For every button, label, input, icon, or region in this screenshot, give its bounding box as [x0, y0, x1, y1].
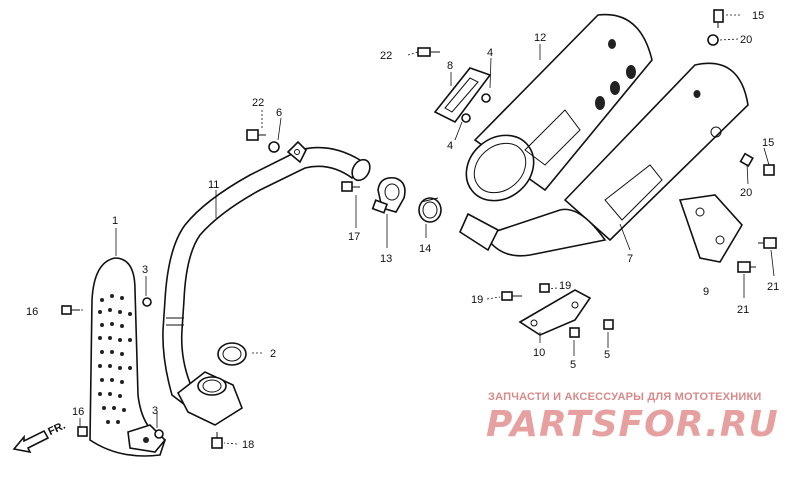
part-2-gasket — [217, 342, 247, 366]
callout-11: 11 — [208, 179, 219, 191]
watermark-tagline: ЗАПЧАСТИ И АКСЕССУАРЫ ДЛЯ МОТОТЕХНИКИ — [488, 391, 762, 403]
part-18-stud — [211, 432, 223, 449]
callout-15: 15 — [762, 137, 774, 149]
part-1-heat-guard — [89, 257, 167, 457]
part-21-bolts — [737, 237, 777, 273]
callout-8: 8 — [447, 60, 453, 72]
part-15-20-top — [707, 9, 724, 46]
leader-lines — [73, 14, 775, 445]
callout-22: 22 — [380, 50, 392, 62]
callout-10: 10 — [533, 347, 545, 359]
callout-1: 1 — [112, 215, 118, 227]
part-12-muffler — [465, 13, 653, 202]
callout-13: 13 — [380, 253, 392, 265]
callout-5: 5 — [604, 349, 610, 361]
part-17-bolt — [341, 181, 360, 192]
callout-19: 19 — [559, 280, 571, 292]
callout-21: 21 — [767, 281, 779, 293]
callout-20: 20 — [740, 34, 752, 46]
callout-labels: 1 2 3 3 4 4 5 5 6 7 8 9 10 11 12 13 14 1… — [26, 10, 779, 451]
callout-4: 4 — [447, 140, 453, 152]
callout-2: 2 — [270, 348, 276, 360]
part-5-nuts — [569, 319, 614, 338]
callout-15: 15 — [752, 10, 764, 22]
callout-22: 22 — [252, 97, 264, 109]
part-9-bracket — [678, 194, 743, 263]
callout-17: 17 — [348, 231, 360, 243]
callout-19: 19 — [471, 294, 483, 306]
callout-12: 12 — [534, 32, 546, 44]
watermark-logo: PARTSFOR.RU — [486, 404, 779, 445]
callout-3: 3 — [152, 405, 158, 417]
part-13-clamp — [371, 176, 406, 214]
part-19-bolts — [501, 283, 550, 301]
callout-5: 5 — [570, 359, 576, 371]
part-7-muffler — [458, 62, 749, 257]
callout-18: 18 — [242, 439, 254, 451]
callout-21: 21 — [737, 304, 749, 316]
part-6-22-left — [246, 129, 280, 153]
front-arrow-icon — [12, 429, 50, 454]
callout-14: 14 — [419, 243, 431, 255]
part-8-plate — [433, 67, 492, 124]
callout-16: 16 — [26, 306, 38, 318]
callout-9: 9 — [703, 286, 709, 298]
part-22-bolt-top — [417, 47, 440, 57]
part-11-exhaust-pipe — [162, 140, 371, 426]
callout-3: 3 — [142, 264, 148, 276]
callout-16: 16 — [72, 406, 84, 418]
callout-6: 6 — [276, 107, 282, 119]
callout-4: 4 — [487, 47, 493, 59]
part-15-20-right — [739, 152, 775, 176]
callout-20: 20 — [740, 187, 752, 199]
guard-perforations — [98, 294, 132, 424]
part-10-bracket — [518, 289, 592, 336]
callout-7: 7 — [627, 253, 633, 265]
part-14-gasket — [418, 197, 442, 223]
front-label: FR. — [46, 420, 67, 438]
